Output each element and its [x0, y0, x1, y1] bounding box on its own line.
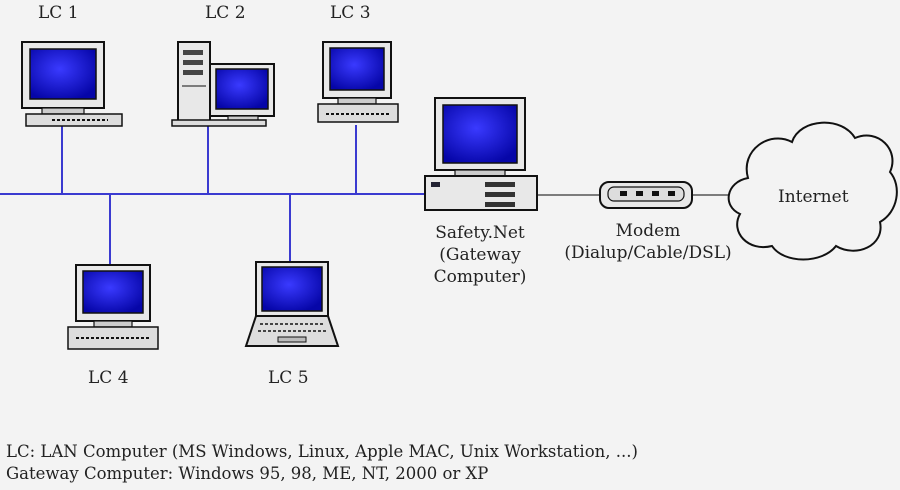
label-modem: Modem (Dialup/Cable/DSL)	[564, 220, 731, 264]
label-gateway-line1: Safety.Net	[435, 223, 525, 243]
lan-bus	[0, 125, 430, 268]
laptop-computer-icon	[244, 261, 340, 347]
label-lc2: LC 2	[205, 3, 246, 23]
desktop-computer-icon	[67, 264, 159, 350]
label-internet: Internet	[778, 187, 849, 207]
label-lc4: LC 4	[88, 368, 129, 388]
legend-line-2: Gateway Computer: Windows 95, 98, ME, NT…	[6, 464, 489, 483]
legend-line-1: LC: LAN Computer (MS Windows, Linux, App…	[6, 442, 638, 461]
label-modem-line1: Modem	[615, 221, 681, 241]
label-lc3: LC 3	[330, 3, 371, 23]
modem-icon	[599, 181, 693, 209]
desktop-computer-icon	[317, 41, 399, 123]
label-gateway-line2: (Gateway	[439, 245, 521, 265]
label-modem-line2: (Dialup/Cable/DSL)	[564, 243, 732, 263]
tower-computer-icon	[171, 41, 275, 127]
label-gateway: Safety.Net (Gateway Computer)	[434, 222, 527, 288]
label-lc1: LC 1	[38, 3, 79, 23]
desktop-computer-icon	[21, 41, 123, 127]
cloud-icon	[727, 121, 898, 261]
label-gateway-line3: Computer)	[433, 267, 527, 287]
gateway-computer-icon	[424, 97, 538, 211]
label-lc5: LC 5	[268, 368, 309, 388]
